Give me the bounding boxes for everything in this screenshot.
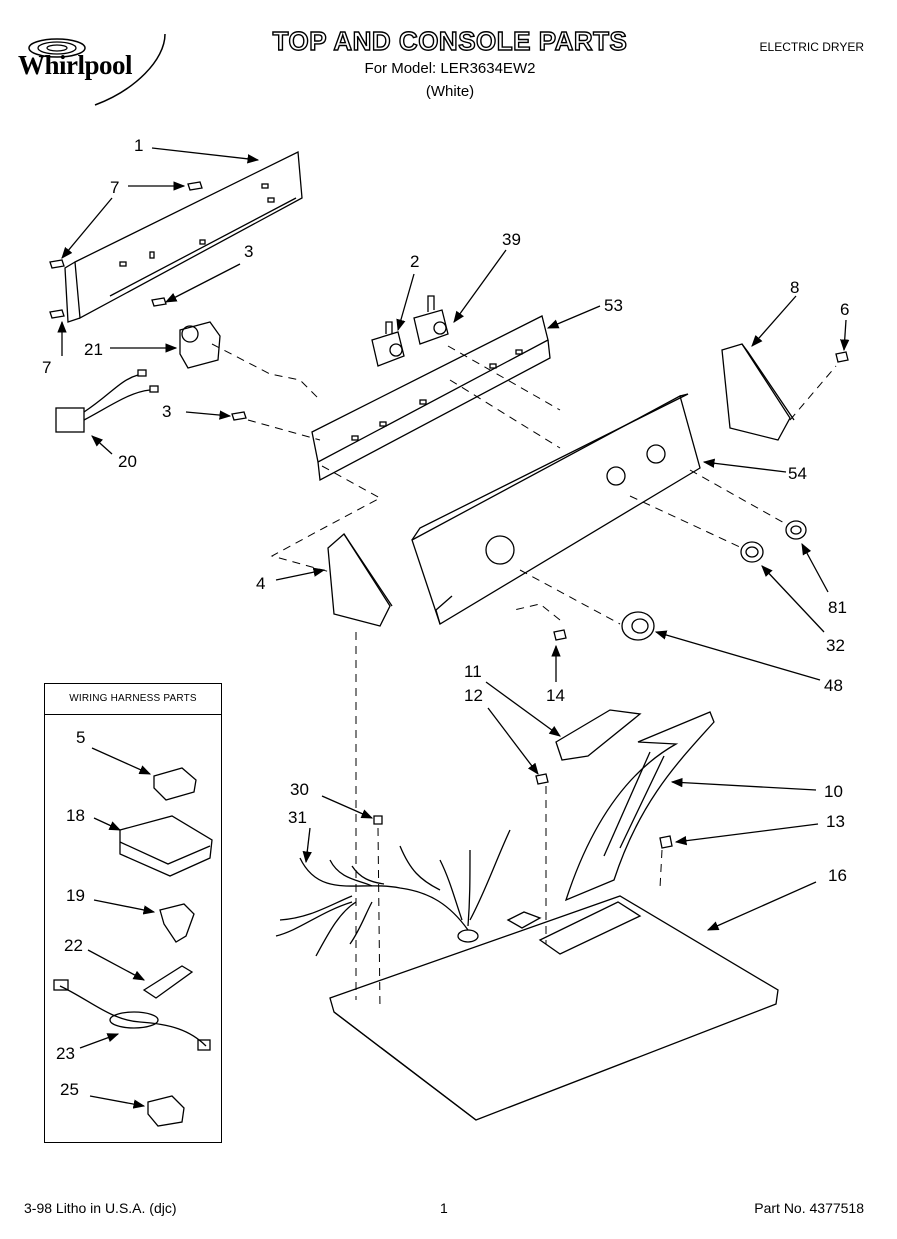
part-23-wire-with-fuse	[53, 979, 211, 1051]
callout-53: 53	[604, 296, 623, 315]
part-12-clip	[535, 773, 549, 785]
callout-7-top: 7	[110, 178, 120, 197]
part-48-timer-knob	[621, 611, 655, 641]
callout-8: 8	[790, 278, 800, 297]
callout-14: 14	[546, 686, 565, 705]
callout-31: 31	[288, 808, 307, 827]
footer-litho: 3-98 Litho in U.S.A. (djc)	[24, 1200, 177, 1216]
part-3-screw-lower	[231, 411, 247, 421]
callout-39: 39	[502, 230, 521, 249]
part-25-connector	[147, 1095, 185, 1127]
wiring-harness-box	[44, 683, 222, 1143]
color-line: (White)	[425, 83, 475, 100]
callout-11: 11	[464, 662, 482, 681]
callout-7-bottom: 7	[42, 358, 52, 377]
wiring-harness-title: WIRING HARNESS PARTS	[44, 683, 222, 715]
part-16-dryer-top	[329, 895, 779, 1121]
callout-18: 18	[66, 806, 85, 825]
part-54-console-panel	[411, 393, 701, 625]
part-5-connector	[153, 767, 197, 801]
part-8-end-cap	[721, 343, 795, 441]
callout-22: 22	[64, 936, 83, 955]
callout-23: 23	[56, 1044, 75, 1063]
callout-12: 12	[464, 686, 483, 705]
footer-page-number: 1	[440, 1200, 448, 1216]
part-10-lint-housing	[564, 711, 715, 902]
part-21-timer	[179, 321, 221, 369]
part-39-switch	[413, 295, 449, 345]
callout-32: 32	[826, 636, 845, 655]
callout-21: 21	[84, 340, 103, 359]
footer-part-number: Part No. 4377518	[754, 1200, 864, 1216]
callout-3-lower: 3	[162, 402, 172, 421]
product-type: ELECTRIC DRYER	[759, 40, 864, 54]
part-81-knob	[785, 520, 807, 540]
part-7-screws	[49, 181, 203, 319]
part-22-terminal	[142, 965, 194, 999]
part-14-screw	[553, 629, 567, 641]
callout-1: 1	[134, 136, 144, 155]
part-11-lint-screen	[555, 709, 642, 761]
part-2-switch	[371, 321, 405, 367]
callout-30: 30	[290, 780, 309, 799]
callout-6: 6	[840, 300, 850, 319]
page-title: TOP AND CONSOLE PARTS	[272, 25, 628, 56]
callout-3-upper: 3	[244, 242, 254, 261]
part-3-screw-upper	[151, 297, 167, 307]
callout-5: 5	[76, 728, 86, 747]
callout-54: 54	[788, 464, 807, 483]
callout-25: 25	[60, 1080, 79, 1099]
part-4-end-cap	[327, 533, 393, 627]
callout-20: 20	[118, 452, 137, 471]
callout-arrows	[57, 147, 850, 1109]
callout-4: 4	[256, 574, 266, 593]
part-53-switch-rail	[311, 315, 551, 482]
part-19-clip	[159, 903, 195, 943]
callout-48: 48	[824, 676, 843, 695]
part-32-knob	[740, 541, 764, 563]
callout-10: 10	[824, 782, 843, 801]
model-line: For Model: LER3634EW2	[364, 60, 536, 77]
callout-13: 13	[826, 812, 845, 831]
callout-19: 19	[66, 886, 85, 905]
part-6-screw	[835, 351, 849, 363]
brand-name: Whirlpool	[18, 50, 133, 80]
callout-2: 2	[410, 252, 420, 271]
callout-16: 16	[828, 866, 847, 885]
part-18-connector-block	[119, 815, 213, 877]
part-13-screw	[659, 835, 673, 849]
whirlpool-logo	[28, 33, 166, 106]
part-1-console-bracket	[64, 150, 303, 323]
callout-81: 81	[828, 598, 847, 617]
part-20-wire-plug	[55, 369, 159, 433]
part-30-clip	[373, 815, 383, 825]
part-31-main-harness	[275, 829, 511, 957]
